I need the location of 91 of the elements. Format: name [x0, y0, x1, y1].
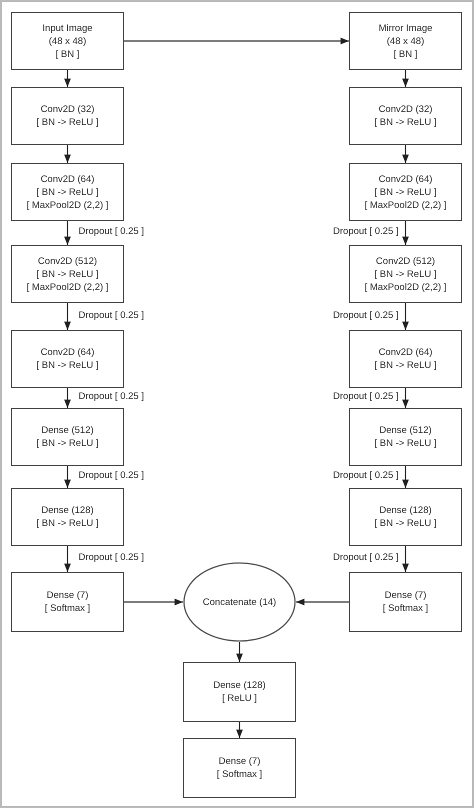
edge-label: Dropout [ 0.25 ]: [78, 552, 145, 564]
layer-detail: [ Softmax ]: [382, 602, 428, 615]
layer-detail: [ BN -> ReLU ]: [374, 437, 437, 450]
layer-detail: [ BN -> ReLU ]: [374, 186, 437, 198]
ellipse-node: [183, 562, 296, 642]
layer-detail: (48 x 48): [48, 34, 86, 48]
arrow: [236, 722, 243, 738]
layer-box: [11, 245, 124, 303]
arrow: [64, 546, 71, 572]
arrow: [64, 221, 71, 245]
edge-label: Dropout [ 0.25 ]: [332, 226, 400, 238]
layer-name: Dense (512): [41, 424, 94, 437]
arrow: [402, 388, 409, 408]
layer-box: [349, 245, 462, 303]
layer-detail: [ BN -> ReLU ]: [36, 437, 99, 450]
layer-name: Conv2D (512): [38, 254, 98, 268]
layer-box: [349, 408, 462, 466]
layer-detail: [ BN -> ReLU ]: [374, 116, 437, 129]
layer-name: Conv2D (32): [40, 103, 94, 116]
layer-box: [183, 662, 296, 722]
layer-box: [349, 163, 462, 221]
edge-label: Dropout [ 0.25 ]: [78, 310, 145, 322]
edge-label: Dropout [ 0.25 ]: [332, 310, 400, 322]
layer-detail: [ BN ]: [394, 48, 418, 60]
edge-label: Dropout [ 0.25 ]: [332, 470, 400, 482]
layer-detail: [ BN -> ReLU ]: [36, 116, 99, 129]
layer-detail: [ BN ]: [56, 48, 80, 60]
layer-box: [11, 572, 124, 632]
arrow: [64, 145, 71, 163]
layer-box: [11, 330, 124, 388]
arrow: [402, 145, 409, 163]
layer-box: [349, 12, 462, 70]
layer-box: [11, 12, 124, 70]
arrow: [64, 466, 71, 488]
layer-box: [11, 408, 124, 466]
edge-label: Dropout [ 0.25 ]: [78, 226, 145, 238]
arrow: [402, 221, 409, 245]
layer-name: Dense (512): [379, 424, 432, 437]
layer-box: [349, 330, 462, 388]
layer-name: Input Image: [42, 22, 93, 34]
edge-label: Dropout [ 0.25 ]: [78, 470, 145, 482]
layer-detail: [ ReLU ]: [222, 692, 257, 705]
layer-detail: [ BN -> ReLU ]: [36, 359, 99, 372]
layer-detail: [ Softmax ]: [44, 602, 90, 615]
layer-name: Dense (128): [213, 679, 266, 692]
layer-detail: [ MaxPool2D (2,2) ]: [364, 280, 446, 294]
layer-box: [183, 738, 296, 798]
layer-name: Conv2D (64): [378, 346, 432, 359]
layer-name: Conv2D (32): [378, 103, 432, 116]
layer-detail: [ BN -> ReLU ]: [36, 517, 99, 530]
arrow: [64, 388, 71, 408]
layer-name: Dense (7): [384, 589, 426, 602]
layer-detail: (48 x 48): [386, 34, 424, 48]
arrow: [236, 642, 243, 662]
layer-box: [11, 163, 124, 221]
layer-box: [11, 87, 124, 145]
layer-name: Dense (7): [46, 589, 88, 602]
layer-detail: [ BN -> ReLU ]: [36, 186, 99, 198]
arrow: [402, 303, 409, 330]
layer-name: Conv2D (64): [378, 172, 432, 186]
arrow: [402, 546, 409, 572]
layer-detail: [ MaxPool2D (2,2) ]: [26, 198, 108, 212]
arrow: [296, 598, 349, 606]
layer-detail: [ MaxPool2D (2,2) ]: [364, 198, 446, 212]
layer-name: Conv2D (64): [40, 172, 94, 186]
layer-name: Concatenate (14): [202, 596, 276, 608]
edge-label: Dropout [ 0.25 ]: [78, 391, 145, 403]
layer-box: [349, 488, 462, 546]
layer-name: Conv2D (64): [40, 346, 94, 359]
arrow: [64, 303, 71, 330]
layer-box: [349, 87, 462, 145]
layer-box: [349, 572, 462, 632]
arrow: [124, 38, 349, 44]
layer-detail: [ BN -> ReLU ]: [374, 517, 437, 530]
arrow: [402, 466, 409, 488]
layer-name: Dense (7): [218, 755, 260, 768]
layer-detail: [ Softmax ]: [216, 768, 262, 781]
layer-detail: [ BN -> ReLU ]: [374, 268, 437, 280]
layer-box: [11, 488, 124, 546]
layer-detail: [ MaxPool2D (2,2) ]: [26, 280, 108, 294]
layer-name: Mirror Image: [378, 22, 432, 34]
arrow: [124, 598, 183, 606]
edge-label: Dropout [ 0.25 ]: [332, 391, 400, 403]
layer-name: Dense (128): [41, 504, 94, 517]
arrow: [64, 70, 71, 87]
layer-detail: [ BN -> ReLU ]: [374, 359, 437, 372]
layer-name: Dense (128): [379, 504, 432, 517]
layer-detail: [ BN -> ReLU ]: [36, 268, 99, 280]
edge-label: Dropout [ 0.25 ]: [332, 552, 400, 564]
layer-name: Conv2D (512): [376, 254, 436, 268]
arrow: [402, 70, 409, 87]
